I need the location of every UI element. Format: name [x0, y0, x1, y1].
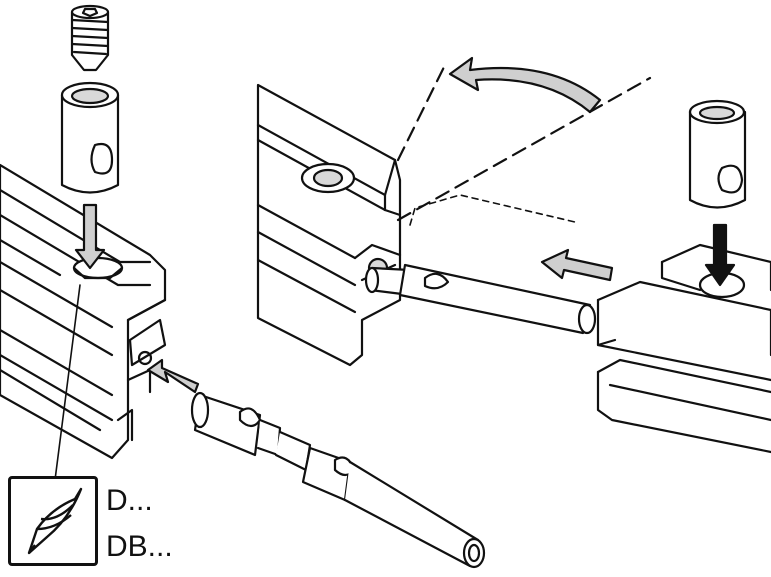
dashed-guide-line — [409, 194, 576, 226]
rotation-arrow — [448, 56, 602, 114]
middle-aluminum-profile — [256, 83, 402, 367]
drill-bit-icon — [27, 487, 83, 555]
left-set-screw — [70, 4, 110, 72]
dashed-swing-line-upper — [396, 63, 447, 162]
insert-arrow-left — [74, 203, 106, 270]
left-drill-rod — [190, 391, 486, 569]
legend-code-db: DB... — [106, 530, 173, 563]
leader-line — [54, 284, 81, 481]
right-connector-sleeve — [688, 99, 747, 209]
drill-bit-legend-box — [8, 476, 98, 566]
left-connector-sleeve — [60, 81, 120, 194]
middle-drill-rod — [364, 263, 597, 335]
insert-arrow-middle — [540, 248, 614, 282]
right-aluminum-profile — [596, 243, 771, 454]
legend-code-d: D... — [106, 484, 153, 517]
insert-arrow-left-end — [146, 358, 200, 394]
dashed-swing-line-lower — [396, 76, 652, 222]
left-aluminum-profile — [0, 163, 167, 460]
insert-arrow-right — [704, 223, 736, 287]
